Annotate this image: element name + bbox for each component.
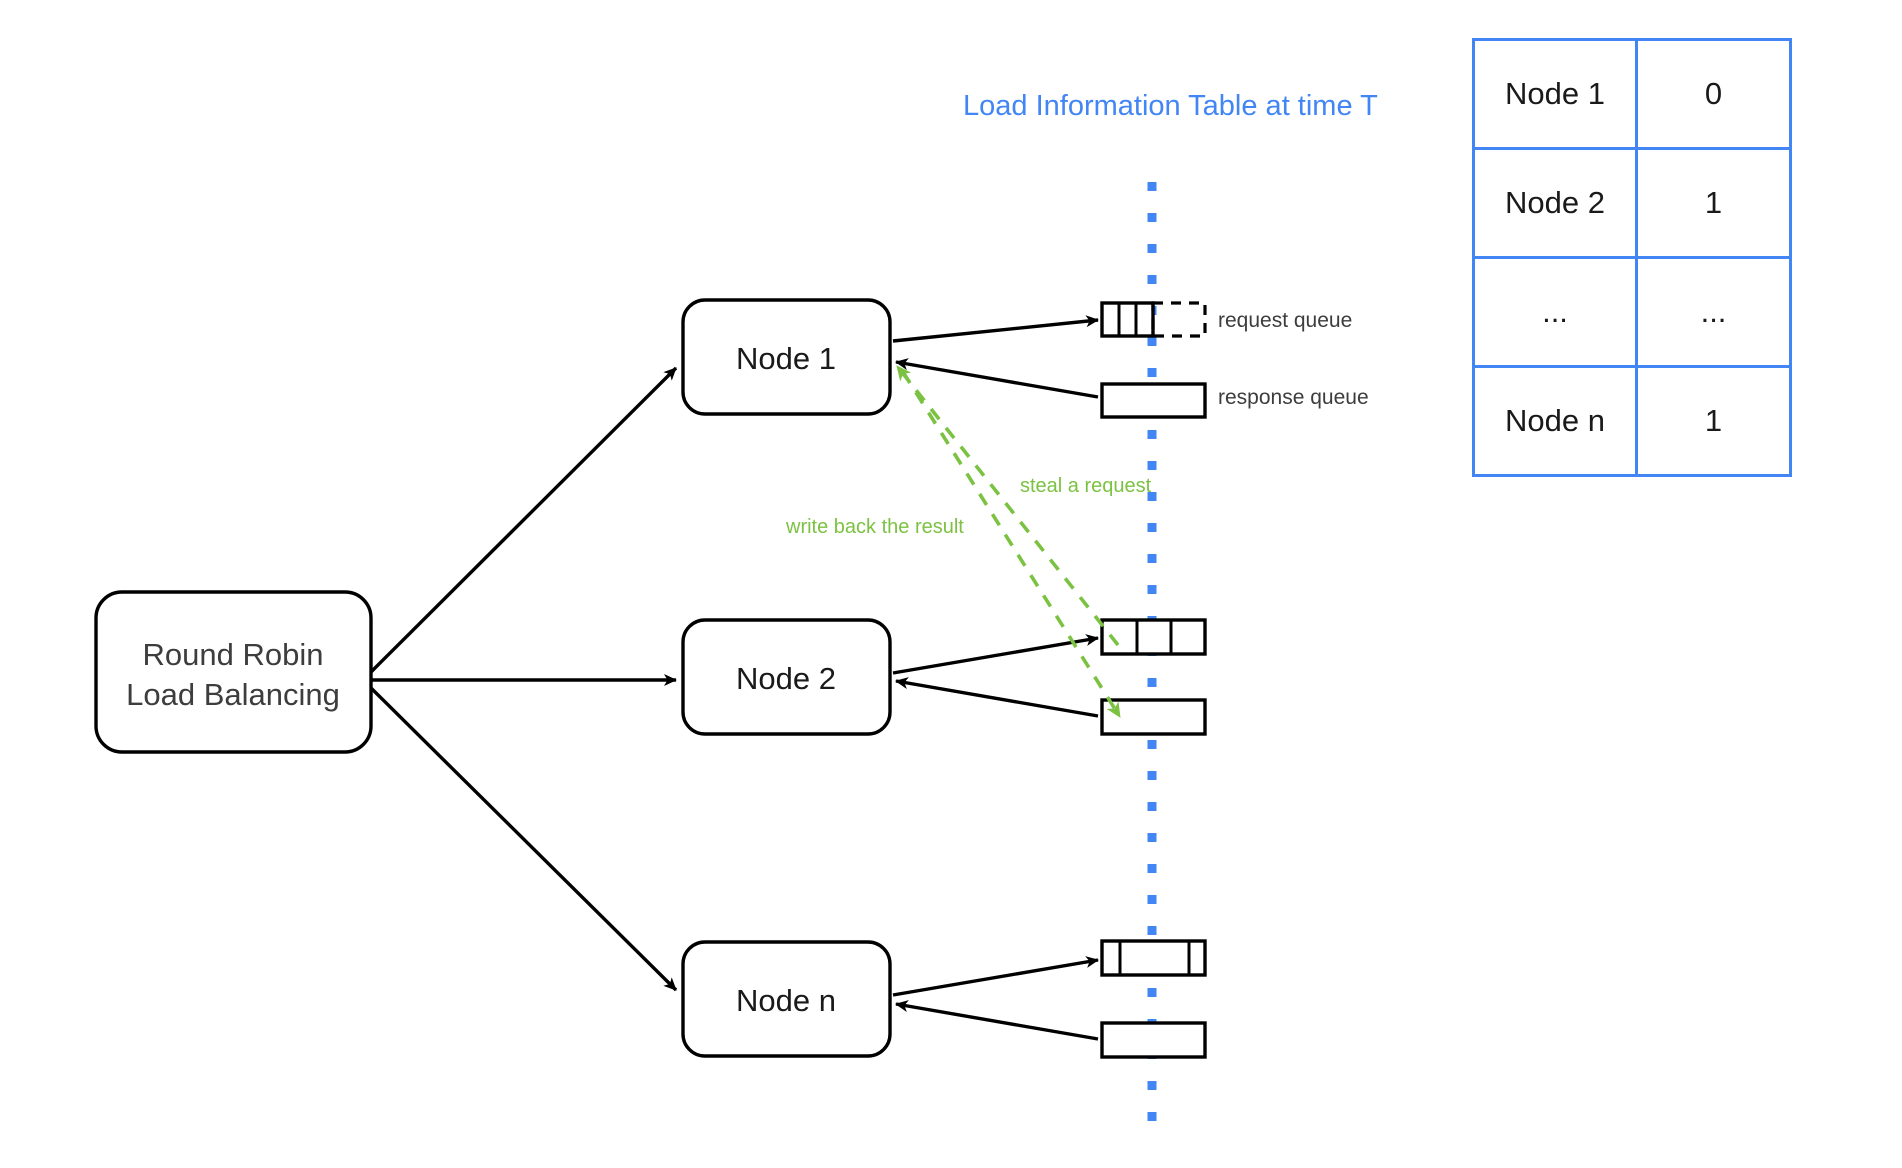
table-cell-load-value: ...: [1700, 294, 1727, 329]
node-label-1: Node 1: [736, 341, 836, 376]
response-queue-1: [1100, 382, 1207, 419]
lb-to-node1-arrow: [369, 366, 678, 674]
table-row[interactable]: Node n 1: [1475, 368, 1789, 474]
node2-to-request-queue-arrow: [892, 634, 1099, 675]
node-label-n: Node n: [736, 983, 836, 1018]
table-row[interactable]: Node 1 0: [1475, 41, 1789, 150]
write-back-result-label: write back the result: [785, 516, 964, 538]
response-queue-to-node2-arrow: [895, 677, 1099, 718]
request-queue-label: request queue: [1218, 309, 1352, 332]
node-box-1[interactable]: [681, 298, 892, 416]
response-queue-to-node1-arrow: [895, 358, 1099, 399]
table-cell-node-name: Node 2: [1475, 150, 1638, 256]
request-queue-n: [1100, 939, 1207, 977]
lb-to-noden-arrow: [369, 686, 678, 992]
table-row[interactable]: Node 2 1: [1475, 150, 1789, 259]
steal-request-label: steal a request: [1020, 475, 1152, 497]
load-balancer-line1: Round Robin: [143, 637, 324, 672]
request-queue-1-cells: [1100, 301, 1155, 338]
load-table-title: Load Information Table at time T: [963, 90, 1378, 122]
request-queue-1-empty-slots: [1151, 301, 1207, 338]
request-queue-1: [1100, 301, 1207, 338]
table-row[interactable]: ......: [1475, 259, 1789, 368]
request-queue-2: [1100, 618, 1207, 656]
response-queue-label: response queue: [1218, 386, 1369, 409]
table-cell-load-value: 1: [1704, 185, 1723, 220]
load-balancer-box[interactable]: [94, 590, 373, 754]
write-back-result-arrow: [901, 371, 1122, 718]
table-cell-load-value: 0: [1704, 76, 1723, 111]
response-queue-2: [1100, 698, 1207, 736]
table-cell-node-name: Node 1: [1475, 41, 1638, 147]
response-queue-to-noden-arrow: [895, 1000, 1099, 1041]
table-cell-node-name: ...: [1475, 259, 1638, 365]
table-cell-node-name: Node n: [1475, 368, 1638, 474]
table-cell-load-value: 1: [1704, 403, 1723, 438]
node-box-2[interactable]: [681, 618, 892, 736]
node-box-n[interactable]: [681, 940, 892, 1058]
load-balancer-line2: Load Balancing: [126, 677, 340, 712]
request-queue-2-cells: [1100, 618, 1207, 656]
node1-to-request-queue-arrow: [892, 315, 1099, 343]
steal-request-arrow: [895, 364, 1120, 647]
response-queue-n: [1100, 1021, 1207, 1059]
noden-to-request-queue-arrow: [892, 956, 1099, 997]
node-label-2: Node 2: [736, 661, 836, 696]
